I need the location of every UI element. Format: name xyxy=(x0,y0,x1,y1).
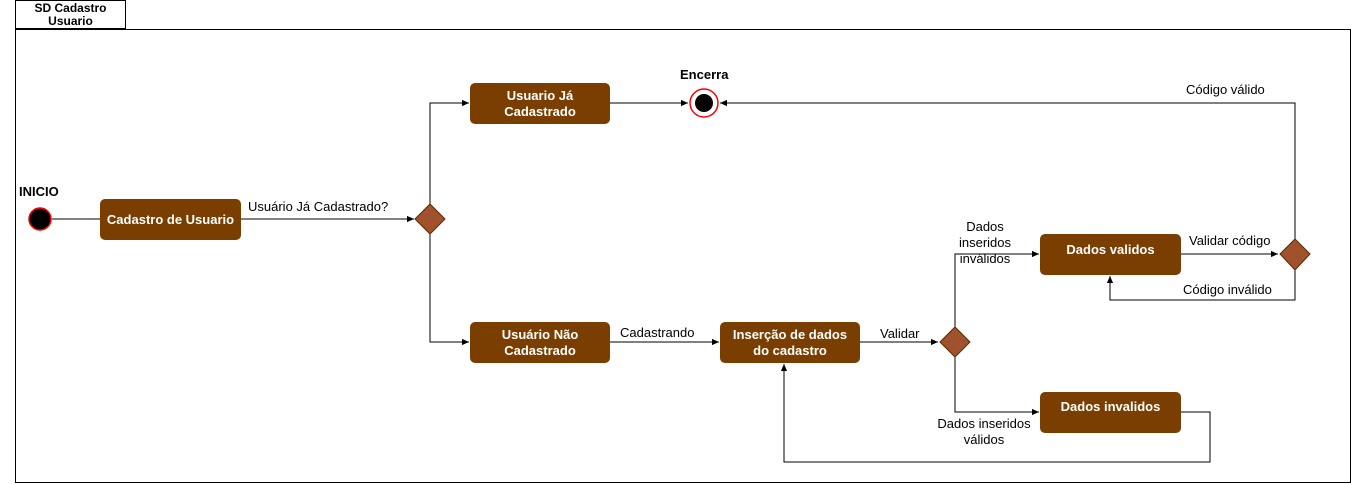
state-insercao-de-dados: Inserção de dados do cadastro xyxy=(720,322,860,363)
edge-label-cadastrando: Cadastrando xyxy=(620,325,695,340)
edge-label-validar: Validar xyxy=(880,326,920,341)
edge-label-inseridos-validos: Dados inseridos válidos xyxy=(937,416,1031,447)
edge-label-codigo-valido: Código válido xyxy=(1186,82,1265,97)
edge-label-inseridos-invalidos: Dados inseridos inválidos xyxy=(958,219,1012,266)
state-dados-validos: Dados validos xyxy=(1040,234,1181,275)
final-node-core xyxy=(695,94,713,112)
edge-decision3-validos xyxy=(1106,270,1296,301)
edge-decision-ja-cadastrado xyxy=(429,99,469,204)
decision-validar xyxy=(939,326,971,358)
decision-codigo xyxy=(1279,238,1311,271)
edge-decision2-validos xyxy=(954,250,1039,327)
edge-decision2-invalidos xyxy=(954,357,1039,416)
edge-decision-nao-cadastrado xyxy=(429,234,469,346)
initial-node xyxy=(28,207,52,231)
state-usuario-ja-cadastrado: Usuario Já Cadastrado xyxy=(470,83,610,124)
frame-title: SD Cadastro Usuario xyxy=(15,0,126,29)
initial-label: INICIO xyxy=(19,184,59,199)
state-cadastro-de-usuario: Cadastro de Usuario xyxy=(100,199,241,240)
state-dados-invalidos: Dados invalidos xyxy=(1040,392,1181,433)
edge-label-validar-codigo: Validar código xyxy=(1189,233,1271,248)
edge-decision3-end xyxy=(720,99,1296,239)
decision-ja-cadastrado xyxy=(414,203,446,235)
edge-invalidos-insercao xyxy=(780,364,1211,463)
edge-label-ja-cadastrado-q: Usuário Já Cadastrado? xyxy=(248,199,389,214)
state-usuario-nao-cadastrado: Usuário Não Cadastrado xyxy=(470,322,610,363)
final-label: Encerra xyxy=(680,67,729,82)
edge-label-codigo-invalido: Código inválido xyxy=(1183,282,1272,297)
